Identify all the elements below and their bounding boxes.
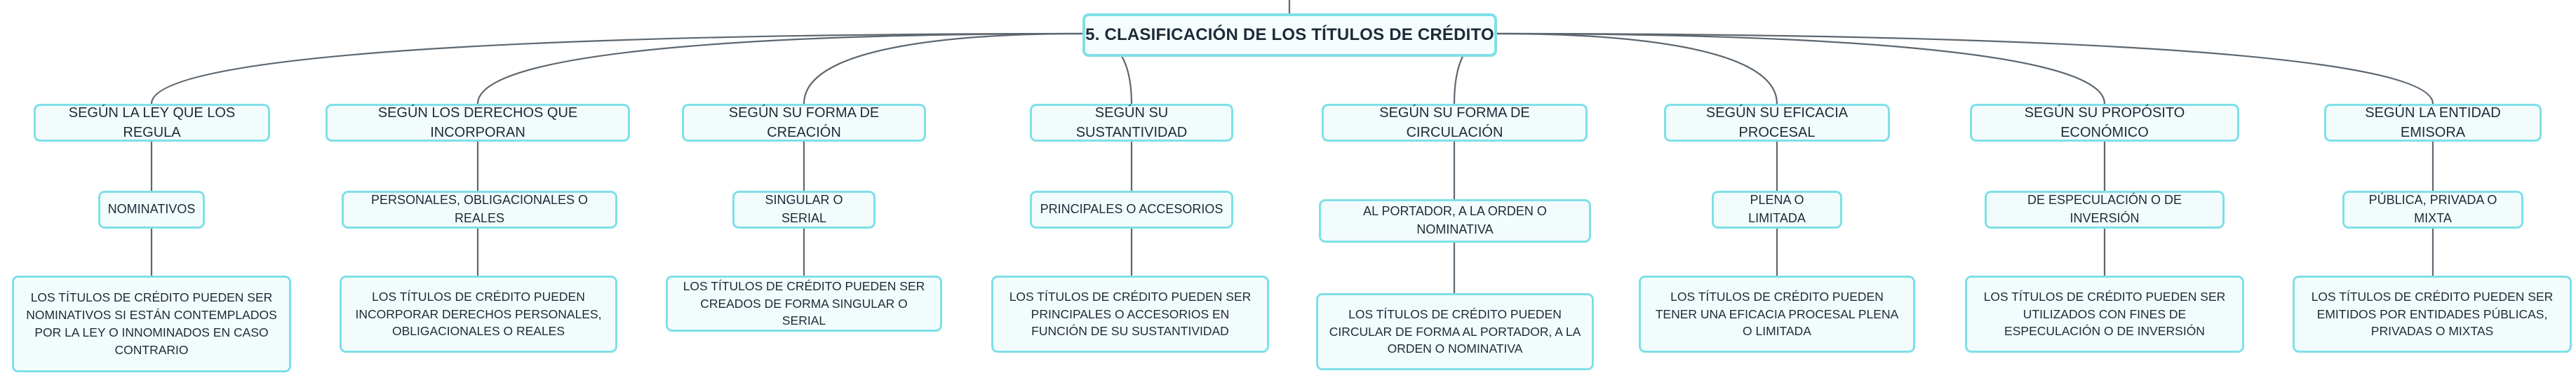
root-to-category-link (150, 32, 1083, 104)
category-node-entidad[interactable]: SEGÚN LA ENTIDAD EMISORA (2324, 104, 2542, 142)
category-node-creacion[interactable]: SEGÚN SU FORMA DE CREACIÓN (682, 104, 926, 142)
root-topic[interactable]: 5. CLASIFICACIÓN DE LOS TÍTULOS DE CRÉDI… (1082, 13, 1497, 57)
description-node-circulacion[interactable]: LOS TÍTULOS DE CRÉDITO PUEDEN CIRCULAR D… (1316, 293, 1594, 370)
description-node-derechos[interactable]: LOS TÍTULOS DE CRÉDITO PUEDEN INCORPORAR… (340, 276, 617, 353)
type-node-sustantividad[interactable]: PRINCIPALES O ACCESORIOS (1030, 191, 1233, 229)
type-node-proposito[interactable]: DE ESPECULACIÓN O DE INVERSIÓN (1985, 191, 2225, 229)
description-node-sustantividad[interactable]: LOS TÍTULOS DE CRÉDITO PUEDEN SER PRINCI… (991, 276, 1269, 353)
root-to-category-link (476, 32, 1083, 104)
type-node-creacion[interactable]: SINGULAR O SERIAL (732, 191, 876, 229)
category-node-proposito[interactable]: SEGÚN SU PROPÓSITO ECONÓMICO (1970, 104, 2239, 142)
type-node-derechos[interactable]: PERSONALES, OBLIGACIONALES O REALES (342, 191, 617, 229)
type-node-ley[interactable]: NOMINATIVOS (98, 191, 205, 229)
description-node-ley[interactable]: LOS TÍTULOS DE CRÉDITO PUEDEN SER NOMINA… (12, 276, 291, 372)
description-node-eficacia[interactable]: LOS TÍTULOS DE CRÉDITO PUEDEN TENER UNA … (1639, 276, 1915, 353)
description-node-entidad[interactable]: LOS TÍTULOS DE CRÉDITO PUEDEN SER EMITID… (2293, 276, 2572, 353)
category-node-ley[interactable]: SEGÚN LA LEY QUE LOS REGULA (34, 104, 270, 142)
root-to-category-link (1496, 32, 2106, 104)
root-to-category-link (1496, 32, 2434, 104)
description-node-proposito[interactable]: LOS TÍTULOS DE CRÉDITO PUEDEN SER UTILIZ… (1965, 276, 2244, 353)
type-node-eficacia[interactable]: PLENA O LIMITADA (1712, 191, 1842, 229)
type-node-circulacion[interactable]: AL PORTADOR, A LA ORDEN O NOMINATIVA (1319, 199, 1591, 243)
category-node-circulacion[interactable]: SEGÚN SU FORMA DE CIRCULACIÓN (1322, 104, 1588, 142)
root-to-category-link (1496, 32, 1778, 104)
category-node-derechos[interactable]: SEGÚN LOS DERECHOS QUE INCORPORAN (326, 104, 630, 142)
description-node-creacion[interactable]: LOS TÍTULOS DE CRÉDITO PUEDEN SER CREADO… (666, 276, 942, 332)
category-node-sustantividad[interactable]: SEGÚN SU SUSTANTIVIDAD (1030, 104, 1233, 142)
type-node-entidad[interactable]: PÚBLICA, PRIVADA O MIXTA (2342, 191, 2523, 229)
root-to-category-link (803, 32, 1083, 104)
category-node-eficacia[interactable]: SEGÚN SU EFICACIA PROCESAL (1664, 104, 1890, 142)
